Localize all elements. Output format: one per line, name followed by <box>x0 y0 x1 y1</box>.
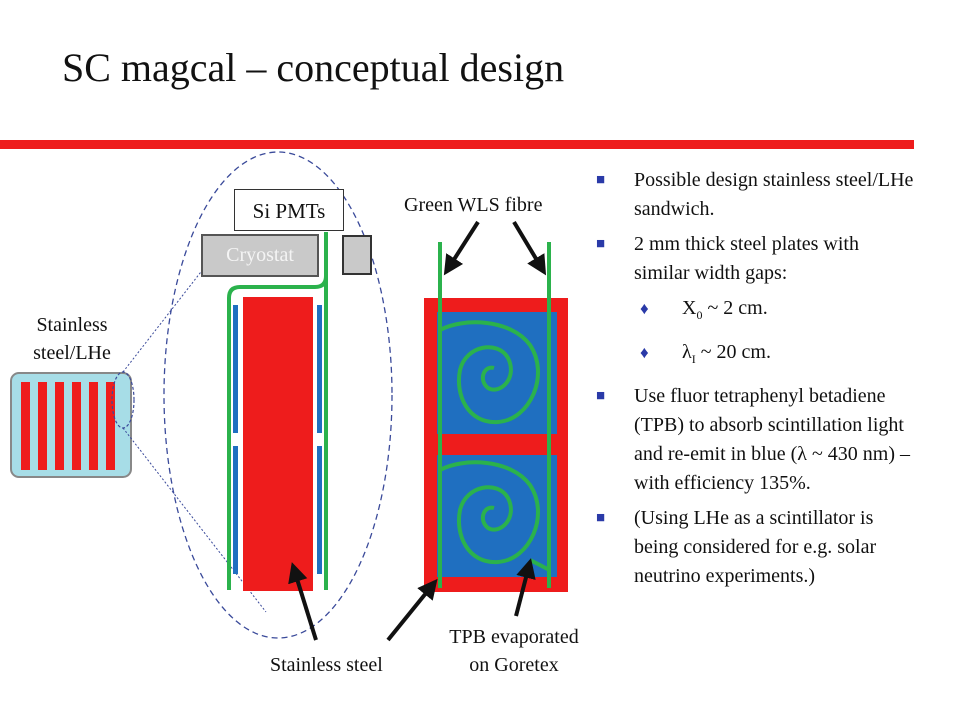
interaction-length-symbol: λ <box>682 341 692 363</box>
diamond-bullet-icon: ♦ <box>640 343 649 362</box>
goretex-module <box>424 242 568 592</box>
label-stainless-steel-lhe: Stainless steel/LHe <box>33 314 111 364</box>
sub-bullet-item: ♦ X0 ~ 2 cm. <box>634 294 916 330</box>
label-green-wls-fibre: Green WLS fibre <box>404 194 543 216</box>
fibre-spiral-top <box>439 320 541 425</box>
bullet-list: ■ Possible design stainless steel/LHe sa… <box>596 166 916 597</box>
bullet-text: Use fluor tetraphenyl betadiene (TPB) to… <box>634 385 911 494</box>
label-stainless-steel: Stainless steel <box>270 654 383 676</box>
sandwich-sample <box>10 371 135 478</box>
bullet-item: ■ (Using LHe as a scintillator is being … <box>596 504 916 591</box>
bullet-item: ■ 2 mm thick steel plates with similar w… <box>596 230 916 374</box>
bullet-item: ■ Possible design stainless steel/LHe sa… <box>596 166 916 224</box>
square-bullet-icon: ■ <box>596 510 606 526</box>
steel-plate-module <box>227 232 372 591</box>
sub-bullet-item: ♦ λI ~ 20 cm. <box>634 338 916 374</box>
bullet-text: 2 mm thick steel plates with similar wid… <box>634 233 859 284</box>
label-cryostat: Cryostat <box>201 234 319 277</box>
diamond-bullet-icon: ♦ <box>640 299 649 318</box>
slide-title: SC magcal – conceptual design <box>62 45 565 90</box>
square-bullet-icon: ■ <box>596 172 606 188</box>
title-rule <box>0 140 914 149</box>
arrow-wls-right <box>512 220 547 276</box>
square-bullet-icon: ■ <box>596 236 606 252</box>
radiation-length-symbol: X <box>682 297 697 319</box>
label-si-pmts: Si PMTs <box>234 189 344 231</box>
label-tpb-goretex: TPB evaporated on Goretex <box>449 626 579 676</box>
interaction-length-value: ~ 20 cm. <box>695 341 771 363</box>
bullet-text: Possible design stainless steel/LHe sand… <box>634 169 914 220</box>
zoom-line-bottom <box>122 427 267 613</box>
interaction-length-subscript: I <box>691 352 696 366</box>
arrow-stainless-right <box>386 578 438 642</box>
sub-bullet-list: ♦ X0 ~ 2 cm. ♦ λI ~ 20 cm. <box>634 294 916 374</box>
bullet-item: ■ Use fluor tetraphenyl betadiene (TPB) … <box>596 382 916 498</box>
bullet-text: (Using LHe as a scintillator is being co… <box>634 507 877 587</box>
arrow-wls-left <box>443 220 480 276</box>
arrow-tpb <box>514 558 536 617</box>
radiation-length-value: ~ 2 cm. <box>702 297 768 319</box>
radiation-length-subscript: 0 <box>696 308 703 322</box>
arrow-stainless-left <box>288 562 318 641</box>
square-bullet-icon: ■ <box>596 388 606 404</box>
zoom-ellipse <box>163 151 393 639</box>
